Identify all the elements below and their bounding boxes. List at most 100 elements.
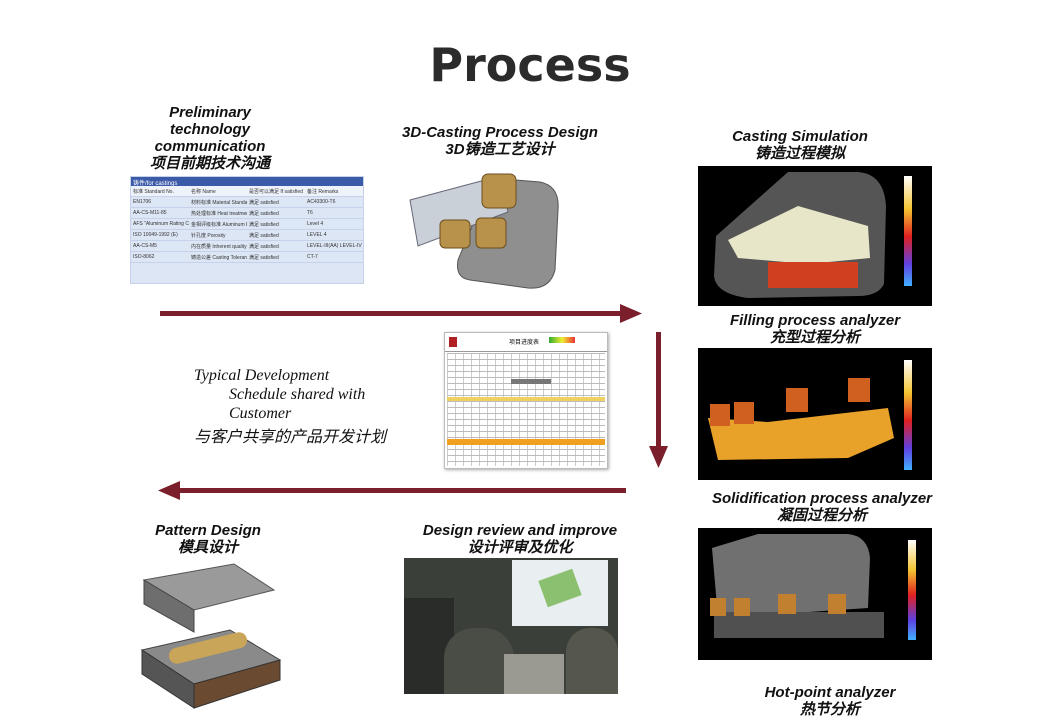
mold-top-side — [143, 579, 195, 633]
spec-col: 名称 Name — [191, 188, 216, 195]
preliminary-en-line-1: Preliminary — [169, 104, 251, 121]
casting-sim-render — [714, 172, 912, 298]
spec-col: 标准 Standard No. — [133, 188, 174, 195]
table — [504, 654, 564, 694]
person-right — [566, 628, 618, 694]
spec-table: 铸件/for castings 标准 Standard No. 名称 Name … — [130, 176, 364, 284]
casting-sim-panel — [698, 166, 932, 306]
table-row: AFS "Aluminum Rating Chart"金相评级标准 Alumin… — [131, 219, 363, 230]
spec-cell: 满足 satisfied — [249, 232, 279, 239]
arrow-right — [160, 311, 626, 316]
spec-table-header: 铸件/for castings — [131, 177, 363, 187]
schedule-document: 项目进度表 — [444, 332, 608, 469]
arrow-left — [178, 488, 626, 493]
spec-cell: 内在质量 Inherent quality — [191, 243, 247, 250]
pattern-core — [168, 632, 248, 664]
screen-model — [538, 568, 582, 608]
spec-cell: LEVEL-III(AA) LEVEL-IV (B) — [307, 243, 363, 249]
label-schedule: Typical Development Schedule shared with… — [194, 366, 424, 447]
label-casting-design: 3D-Casting Process Design 3D铸造工艺设计 — [380, 124, 620, 158]
solidification-cn: 凝固过程分析 — [776, 507, 867, 524]
spec-cell: 满足 satisfied — [249, 221, 279, 228]
spec-cell: 金相评级标准 Aluminum Rating Standard — [191, 221, 247, 228]
table-row: ISO 10049-1992 (E) 针孔度 Porosity 满足 satisfi… — [131, 230, 363, 241]
spec-cell: EN1706 — [133, 199, 152, 205]
filling-risers — [710, 378, 870, 426]
gantt-highlight — [447, 439, 605, 445]
filling-render — [708, 360, 912, 470]
arrow-down-head — [649, 446, 668, 468]
solidification-risers — [710, 594, 846, 616]
preliminary-cn: 项目前期技术沟通 — [149, 155, 270, 172]
label-review: Design review and improve 设计评审及优化 — [402, 522, 638, 556]
hotpoint-cn: 热节分析 — [799, 701, 860, 718]
spec-cell: AC43300-T6 — [307, 199, 336, 205]
pattern-cn: 模具设计 — [177, 539, 238, 556]
spec-cell: 满足 satisfied — [249, 210, 279, 217]
company-logo — [449, 337, 457, 347]
label-pattern: Pattern Design 模具设计 — [138, 522, 278, 556]
spec-col: 是否可以满足 If satisfied — [249, 188, 303, 195]
review-cn: 设计评审及优化 — [467, 539, 573, 556]
spec-cell: 针孔度 Porosity — [191, 232, 226, 239]
solidification-en: Solidification process analyzer — [711, 490, 933, 507]
hot-zone — [768, 262, 858, 288]
fill-front — [728, 206, 870, 264]
casting-design-image — [409, 173, 559, 289]
filling-en: Filling process analyzer — [729, 312, 901, 329]
schedule-doc-header: 项目进度表 — [445, 333, 607, 352]
spec-cell: 铸造公差 Casting Tolerance — [191, 254, 247, 261]
spec-cell: ISO 10049-1992 (E) — [133, 232, 178, 238]
arrow-left-head — [158, 481, 180, 500]
gantt-bar — [511, 379, 551, 384]
color-scale — [904, 360, 912, 470]
label-casting-sim: Casting Simulation 铸造过程模拟 — [700, 128, 900, 162]
spec-cell: 材料标准 Material Standard — [191, 199, 247, 206]
spec-cell: AFS "Aluminum Rating Chart" — [133, 221, 189, 227]
spec-cell: Level 4 — [307, 221, 324, 227]
pattern-en: Pattern Design — [155, 522, 261, 539]
label-preliminary: Preliminary technology communication 项目前… — [120, 104, 300, 172]
schedule-en-line-2: Schedule shared with — [229, 386, 366, 403]
spec-cell: 满足 satisfied — [249, 199, 279, 206]
schedule-cn: 与客户共享的产品开发计划 — [194, 429, 387, 446]
label-hotpoint: Hot-point analyzer 热节分析 — [740, 684, 920, 718]
casting-design-cn: 3D铸造工艺设计 — [445, 141, 555, 158]
pattern-image — [140, 563, 282, 709]
person-center — [444, 628, 514, 694]
projector-screen — [512, 560, 608, 626]
arrow-right-head — [620, 304, 642, 323]
solidification-render — [710, 534, 916, 640]
schedule-doc-title: 项目进度表 — [509, 340, 540, 346]
casting-sim-cn: 铸造过程模拟 — [754, 145, 845, 162]
spec-cell: AA-CS-M5 — [133, 243, 157, 249]
arrow-down — [656, 332, 661, 450]
gold-feeders — [439, 173, 517, 249]
casting-design-en: 3D-Casting Process Design — [402, 124, 598, 141]
preliminary-en-line-3: communication — [154, 138, 266, 155]
spec-cell: 热处理标准 Heat treatment Standard — [191, 210, 247, 217]
filling-body — [708, 408, 894, 460]
schedule-en-line-3: Customer — [229, 405, 292, 422]
gantt-highlight — [447, 397, 605, 401]
schedule-en-line-1: Typical Development — [194, 367, 330, 384]
gantt-grid — [447, 353, 605, 466]
spec-cell: 满足 satisfied — [249, 243, 279, 250]
solidification-panel — [698, 528, 932, 660]
hotpoint-en: Hot-point analyzer — [764, 684, 896, 701]
status-legend — [549, 337, 575, 343]
filling-cn: 充型过程分析 — [769, 329, 860, 346]
spec-cell: CT-7 — [307, 254, 318, 260]
color-scale — [908, 540, 916, 640]
mold-bottom-front — [193, 659, 281, 709]
spec-cell: T6 — [307, 210, 313, 216]
color-scale — [904, 176, 912, 286]
casting-body — [714, 612, 884, 638]
review-photo — [404, 558, 618, 694]
filling-panel — [698, 348, 932, 480]
spec-cell: LEVEL 4 — [307, 232, 327, 238]
